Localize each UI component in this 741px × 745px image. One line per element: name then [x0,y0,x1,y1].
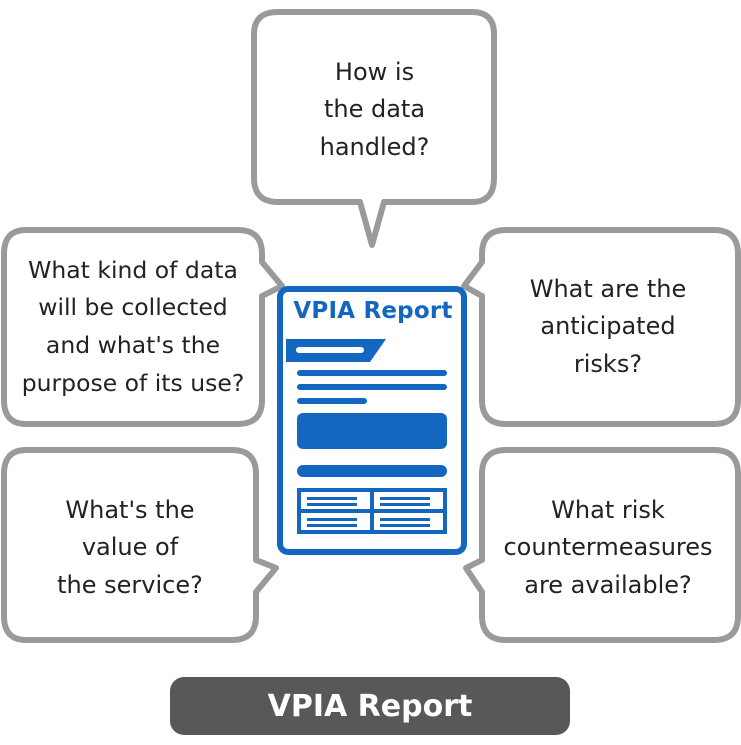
table-line-2 [307,503,357,506]
document-title: VPIA Report [293,298,453,324]
question-lower-right-text: What risk countermeasures are available? [503,496,713,599]
table-line-6 [307,524,357,527]
table-line-3 [380,497,430,500]
speech-bubble-lower-right-shape [463,447,741,643]
speech-bubble-lower-left [1,447,279,643]
table-cell-1 [301,492,370,509]
ribbon-line [296,347,364,353]
question-upper-left-text: What kind of data will be collected and … [21,255,245,397]
question-upper-right-text: What are the anticipated risks? [529,275,687,378]
question-lower-left-text: What's the value of the service? [57,496,203,599]
caption-label: VPIA Report [267,688,473,724]
speech-bubble-lower-right [463,447,741,643]
text-line-2 [297,384,447,390]
table-cell-3 [301,513,370,530]
table-line-8 [380,524,430,527]
speech-bubble-upper-left-shape [1,227,285,427]
text-line-1 [297,370,447,376]
table-line-4 [380,503,430,506]
speech-bubble-upper-right-shape [461,227,741,427]
table-cell-2 [374,492,443,509]
vpia-document-icon [277,286,467,555]
speech-bubble-top [251,9,497,248]
question-top-text: How is the data handled? [319,58,430,161]
speech-bubble-upper-right [461,227,741,427]
speech-bubble-lower-left-shape [1,447,279,643]
table-line-5 [307,518,357,521]
table-line-1 [307,497,357,500]
highlight-block [297,413,447,449]
caption-bar: VPIA Report [170,677,570,735]
speech-bubble-upper-left [1,227,285,427]
speech-bubble-top-shape [251,9,497,248]
text-line-3 [297,398,367,404]
table-line-7 [380,518,430,521]
bar-line [297,465,447,477]
table-cell-4 [374,513,443,530]
